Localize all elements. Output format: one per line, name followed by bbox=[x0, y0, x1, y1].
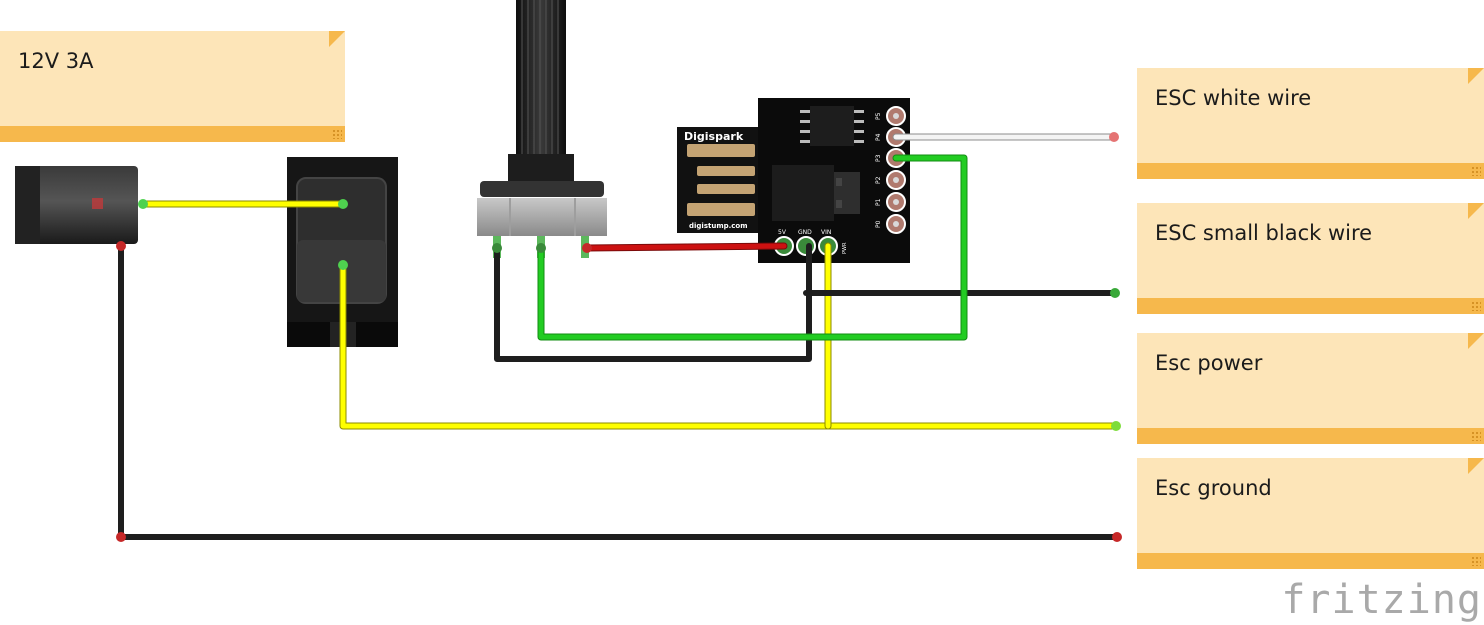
regulator-detail bbox=[836, 200, 842, 208]
regulator-detail bbox=[836, 178, 842, 186]
pin-labels-right: P5 P4 P3 P2 P1 P0 bbox=[875, 112, 882, 228]
pin-labels-bottom: 5V GND VIN PWR bbox=[778, 229, 848, 254]
resize-grip-icon[interactable] bbox=[1471, 301, 1481, 311]
note-esc-ground[interactable]: Esc ground bbox=[1137, 458, 1484, 569]
jack-front bbox=[15, 166, 40, 244]
note-strip bbox=[1137, 553, 1484, 569]
wire-pot-to-5v[interactable] bbox=[584, 243, 787, 251]
pin-label: P1 bbox=[875, 198, 882, 206]
note-esc-white-wire[interactable]: ESC white wire bbox=[1137, 68, 1484, 179]
resize-grip-icon[interactable] bbox=[1471, 431, 1481, 441]
attiny-chip bbox=[810, 106, 854, 146]
wire-switch-to-esc-power[interactable] bbox=[340, 262, 1119, 429]
endpoint[interactable] bbox=[1109, 132, 1119, 142]
potentiometer[interactable] bbox=[477, 0, 607, 258]
pot-shaft-ridges bbox=[521, 0, 559, 156]
pwr-label: PWR bbox=[842, 242, 848, 254]
jack-pin-marker bbox=[92, 198, 103, 209]
wire-green-group bbox=[537, 154, 968, 341]
board-url: digistump.com bbox=[689, 222, 748, 230]
note-label: 12V 3A bbox=[18, 49, 94, 73]
note-label: Esc power bbox=[1155, 351, 1263, 375]
note-label: ESC white wire bbox=[1155, 86, 1312, 110]
pot-nut bbox=[508, 154, 574, 184]
jack-body bbox=[15, 166, 138, 244]
wire-pot-to-gnd[interactable] bbox=[494, 243, 812, 362]
digispark-board[interactable]: Digispark digistump.com bbox=[677, 98, 910, 263]
resize-grip-icon[interactable] bbox=[1471, 556, 1481, 566]
endpoint[interactable] bbox=[1111, 421, 1121, 431]
pin-label: GND bbox=[798, 229, 812, 236]
wire-pot-wiper-to-p3[interactable] bbox=[538, 155, 967, 340]
pin-label: P4 bbox=[875, 133, 882, 141]
note-strip bbox=[1137, 428, 1484, 444]
usb-contact bbox=[687, 144, 755, 157]
dc-barrel-jack[interactable] bbox=[15, 166, 138, 244]
endpoint[interactable] bbox=[138, 199, 148, 209]
note-label: ESC small black wire bbox=[1155, 221, 1373, 245]
usb-contact bbox=[697, 166, 755, 176]
endpoint[interactable] bbox=[338, 199, 348, 209]
pin-label: VIN bbox=[821, 229, 831, 236]
note-esc-small-black-wire[interactable]: ESC small black wire bbox=[1137, 203, 1484, 314]
note-fold-corner bbox=[329, 31, 345, 47]
pin-label: 5V bbox=[778, 229, 787, 236]
pin-label: P0 bbox=[875, 220, 882, 228]
note-12v-3a[interactable]: 12V 3A bbox=[0, 31, 345, 142]
pin-label: P5 bbox=[875, 112, 882, 120]
endpoint[interactable] bbox=[116, 532, 126, 542]
note-fold-corner bbox=[1468, 68, 1484, 84]
rocker-switch[interactable] bbox=[287, 157, 398, 347]
wire-red-group bbox=[583, 242, 788, 252]
voltage-regulator bbox=[772, 165, 834, 221]
pot-body bbox=[477, 198, 607, 236]
resize-grip-icon[interactable] bbox=[332, 129, 342, 139]
endpoint[interactable] bbox=[492, 243, 502, 253]
board-name: Digispark bbox=[684, 130, 744, 143]
usb-contact bbox=[697, 184, 755, 194]
wire-black-group bbox=[118, 243, 1120, 540]
pot-collar bbox=[480, 181, 604, 197]
note-fold-corner bbox=[1468, 203, 1484, 219]
endpoint[interactable] bbox=[1110, 288, 1120, 298]
note-fold-corner bbox=[1468, 458, 1484, 474]
wire-yellow-outline bbox=[339, 261, 1120, 430]
pin-label: P3 bbox=[875, 154, 882, 162]
resize-grip-icon[interactable] bbox=[1471, 166, 1481, 176]
fritzing-watermark: fritzing bbox=[1281, 577, 1482, 623]
note-strip bbox=[0, 126, 345, 142]
endpoint[interactable] bbox=[338, 260, 348, 270]
note-esc-power[interactable]: Esc power bbox=[1137, 333, 1484, 444]
wire-endpoints bbox=[116, 132, 1122, 542]
wire-yellow-group bbox=[139, 200, 1120, 430]
usb-contact bbox=[687, 203, 755, 216]
endpoint[interactable] bbox=[1112, 532, 1122, 542]
endpoint[interactable] bbox=[582, 243, 592, 253]
note-label: Esc ground bbox=[1155, 476, 1272, 500]
wire-jack-to-esc-ground[interactable] bbox=[118, 243, 1120, 540]
pin-label: P2 bbox=[875, 176, 882, 184]
endpoint[interactable] bbox=[536, 243, 546, 253]
note-strip bbox=[1137, 298, 1484, 314]
chip-legs bbox=[800, 110, 864, 143]
note-fold-corner bbox=[1468, 333, 1484, 349]
endpoint[interactable] bbox=[116, 241, 126, 251]
note-strip bbox=[1137, 163, 1484, 179]
